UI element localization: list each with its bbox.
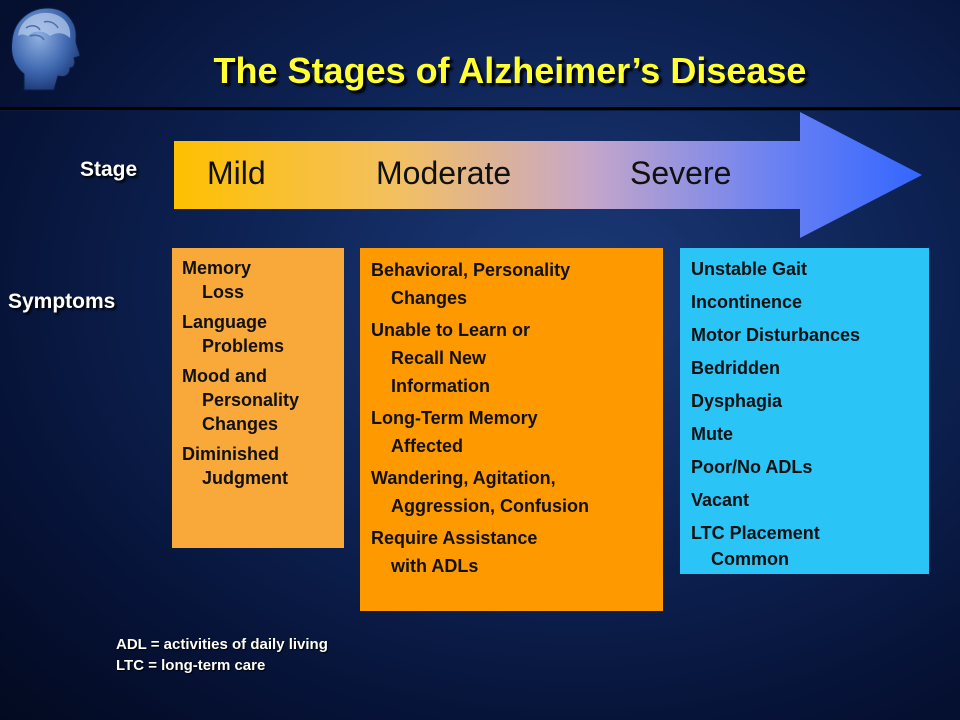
symptom-item: Incontinence (691, 289, 923, 315)
symptom-line: Poor/No ADLs (691, 457, 813, 477)
symptom-line: with ADLs (391, 556, 479, 576)
stage-progression-arrow (174, 112, 922, 238)
symptom-line: LTC Placement (691, 523, 820, 543)
symptom-line: Motor Disturbances (691, 325, 861, 345)
symptom-item: Mute (691, 421, 923, 447)
symptom-item: Require Assistance with ADLs (371, 524, 657, 580)
symptom-item: Poor/No ADLs (691, 454, 923, 480)
title-divider (0, 107, 960, 110)
symptom-line: Changes (202, 414, 279, 434)
symptom-item: Dysphagia (691, 388, 923, 414)
symptom-line: Dysphagia (691, 391, 783, 411)
symptom-item: Bedridden (691, 355, 923, 381)
head-brain-icon (11, 7, 81, 91)
footnote-adl: ADL = activities of daily living (116, 636, 328, 653)
symptom-line: Personality (202, 390, 300, 410)
symptom-line: Judgment (202, 468, 289, 488)
symptom-line: Wandering, Agitation, (371, 468, 556, 488)
symptom-line: Diminished (182, 444, 280, 464)
symptom-line: Changes (391, 288, 468, 308)
symptom-line: Loss (202, 282, 245, 302)
stage-row-label: Stage (80, 158, 138, 181)
page-title: The Stages of Alzheimer’s Disease (213, 50, 807, 91)
symptoms-row-label: Symptoms (8, 290, 116, 313)
stage-moderate: Moderate (376, 155, 512, 191)
symptom-item: Wandering, Agitation, Aggression, Confusi… (371, 464, 657, 520)
footnotes: ADL = activities of daily living LTC = l… (116, 634, 328, 676)
stage-severe: Severe (630, 155, 732, 191)
symptom-line: Mute (691, 424, 733, 444)
symptom-line: Language (182, 312, 268, 332)
symptom-item: Motor Disturbances (691, 322, 923, 348)
symptom-line: Bedridden (691, 358, 781, 378)
symptom-line: Unstable Gait (691, 259, 808, 279)
symptom-line: Incontinence (691, 292, 803, 312)
stage-mild: Mild (207, 155, 266, 191)
symptom-line: Memory (182, 258, 252, 278)
symptom-line: Unable to Learn or (371, 320, 531, 340)
symptom-line: Recall New (391, 348, 487, 368)
symptom-line: Information (391, 376, 490, 396)
symptom-line: Vacant (691, 490, 750, 510)
footnote-ltc: LTC = long-term care (116, 657, 266, 674)
symptom-line: Aggression, Confusion (391, 496, 589, 516)
symptom-item: Unstable Gait (691, 256, 923, 282)
symptom-line: Problems (202, 336, 285, 356)
symptom-line: Require Assistance (371, 528, 538, 548)
symptom-line: Common (711, 549, 789, 569)
symptom-line: Behavioral, Personality (371, 260, 571, 280)
symptom-item: Vacant (691, 487, 923, 513)
symptom-line: Affected (391, 436, 464, 456)
symptom-line: Long-Term Memory (371, 408, 538, 428)
symptom-line: Mood and (182, 366, 267, 386)
